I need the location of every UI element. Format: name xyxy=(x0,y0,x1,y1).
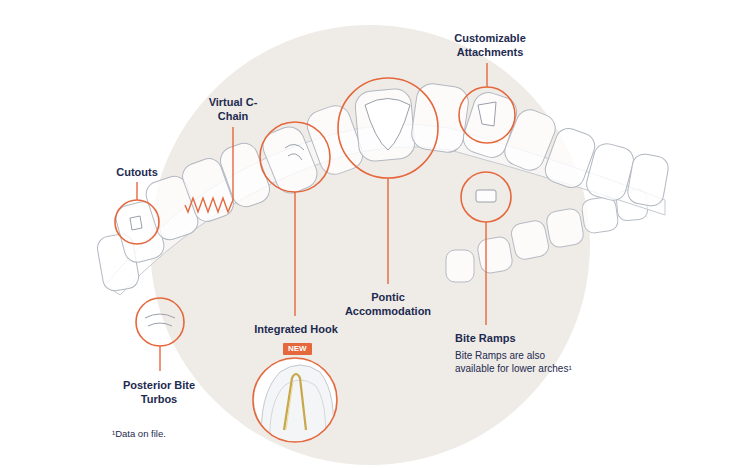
hook-inset-part xyxy=(286,382,293,430)
aligner-details-part xyxy=(145,314,175,326)
aligner-teeth-part xyxy=(626,152,670,207)
aligner-inner-row-part xyxy=(510,219,551,261)
part-note: Bite Ramps are also available for lower … xyxy=(455,349,581,375)
part-label: Virtual C-Chain xyxy=(202,95,264,123)
leader-lines-part xyxy=(232,127,233,200)
part-label: Integrated Hook xyxy=(236,322,356,336)
part-label: Bite Ramps xyxy=(455,331,575,345)
callout-circles-part xyxy=(115,200,159,244)
callout-circles-part xyxy=(459,87,515,143)
callout-circles-part xyxy=(260,122,330,192)
leader-lines-part xyxy=(387,178,388,284)
aligner-details-part xyxy=(476,190,496,202)
aligner-inner-row-part xyxy=(581,196,619,234)
hook-inset-part xyxy=(261,365,333,445)
part-label: Cutouts xyxy=(102,165,172,179)
inset-circle xyxy=(253,358,337,442)
callout-circles xyxy=(115,78,515,346)
part-label: Pontic Accommodation xyxy=(336,290,440,318)
aligner-teeth-part xyxy=(354,88,416,163)
aligner-inner-row xyxy=(446,189,648,282)
aligner-teeth-part xyxy=(410,82,471,155)
leader-lines-part xyxy=(136,182,137,200)
new-badge: NEW xyxy=(283,343,312,355)
callout-circles-part xyxy=(338,78,438,178)
aligner-details-part xyxy=(365,99,410,151)
aligner-inner-row-part xyxy=(446,250,474,282)
leader-lines-part xyxy=(159,346,160,371)
badge-text: NEW xyxy=(288,344,307,354)
hook-inset xyxy=(254,359,336,445)
part-label: Posterior Bite Turbos xyxy=(114,378,204,406)
aligner-details xyxy=(130,99,496,327)
aligner-inner-row-part xyxy=(545,207,585,248)
leader-lines xyxy=(137,63,487,371)
aligner-details-part xyxy=(130,216,142,230)
hook-inset-part xyxy=(284,374,306,430)
aligner-details-part xyxy=(478,102,496,126)
part-label: Customizable Attachments xyxy=(440,31,540,59)
leader-lines-part xyxy=(486,63,487,87)
aligner-details-part xyxy=(285,144,304,160)
callout-circles-part xyxy=(136,298,184,346)
footnote: ¹Data on file. xyxy=(112,428,242,440)
leader-lines-part xyxy=(185,198,233,212)
callout-circles-part xyxy=(461,172,511,222)
aligner-teeth xyxy=(96,82,670,293)
aligner-inner-row-part xyxy=(476,235,513,274)
leader-lines-part xyxy=(294,192,295,316)
background-disc xyxy=(150,25,590,465)
leader-lines-part xyxy=(485,222,486,325)
